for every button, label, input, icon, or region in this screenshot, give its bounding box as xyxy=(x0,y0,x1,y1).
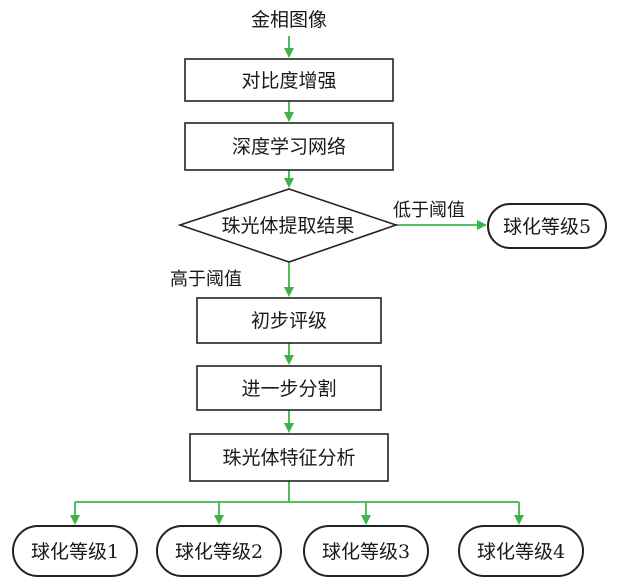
node-feature-analysis: 珠光体特征分析 xyxy=(189,433,389,482)
process-box xyxy=(184,58,394,102)
terminal-pill xyxy=(12,525,138,577)
node-preliminary-grading-label: 初步评级 xyxy=(251,310,327,332)
arrowhead xyxy=(284,287,294,297)
node-preliminary-grading: 初步评级 xyxy=(196,297,382,344)
node-decision-label: 珠光体提取结果 xyxy=(221,215,354,237)
node-deep-learning-label: 深度学习网络 xyxy=(232,136,346,158)
terminal-pill xyxy=(303,525,429,577)
arrowhead xyxy=(214,515,224,525)
start-label: 金相图像 xyxy=(251,9,327,31)
terminal-pill xyxy=(487,203,607,249)
node-deep-learning: 深度学习网络 xyxy=(184,122,394,171)
arrowhead xyxy=(284,423,294,433)
terminal-pill xyxy=(156,525,282,577)
node-grade5-label: 球化等级5 xyxy=(503,216,591,238)
arrowhead xyxy=(284,48,294,58)
process-box xyxy=(196,365,382,411)
arrowhead xyxy=(70,515,80,525)
node-grade4: 球化等级4 xyxy=(458,525,584,577)
arrowhead xyxy=(284,178,294,188)
arrowhead xyxy=(477,220,487,230)
branch-label-above-threshold: 高于阈值 xyxy=(170,269,242,290)
node-grade1-label: 球化等级1 xyxy=(31,541,119,563)
node-grade2: 球化等级2 xyxy=(156,525,282,577)
node-grade3-label: 球化等级3 xyxy=(322,541,410,563)
process-box xyxy=(196,297,382,344)
terminal-pill xyxy=(458,525,584,577)
arrowhead xyxy=(514,515,524,525)
arrowhead xyxy=(284,112,294,122)
arrowhead xyxy=(284,355,294,365)
arrowhead xyxy=(361,515,371,525)
node-further-segmentation: 进一步分割 xyxy=(196,365,382,411)
connectors xyxy=(70,36,524,525)
branch-label-below-threshold: 低于阈值 xyxy=(393,200,465,221)
node-enhance-label: 对比度增强 xyxy=(241,70,336,92)
node-grade4-label: 球化等级4 xyxy=(477,541,565,563)
decision-diamond xyxy=(177,188,399,263)
node-grade5: 球化等级5 xyxy=(487,203,607,249)
process-box xyxy=(184,122,394,171)
node-further-segmentation-label: 进一步分割 xyxy=(241,378,336,400)
node-grade3: 球化等级3 xyxy=(303,525,429,577)
node-decision: 珠光体提取结果 xyxy=(177,188,399,263)
node-enhance: 对比度增强 xyxy=(184,58,394,102)
process-box xyxy=(189,433,389,482)
node-feature-analysis-label: 珠光体特征分析 xyxy=(222,447,355,469)
node-grade1: 球化等级1 xyxy=(12,525,138,577)
node-grade2-label: 球化等级2 xyxy=(175,541,263,563)
